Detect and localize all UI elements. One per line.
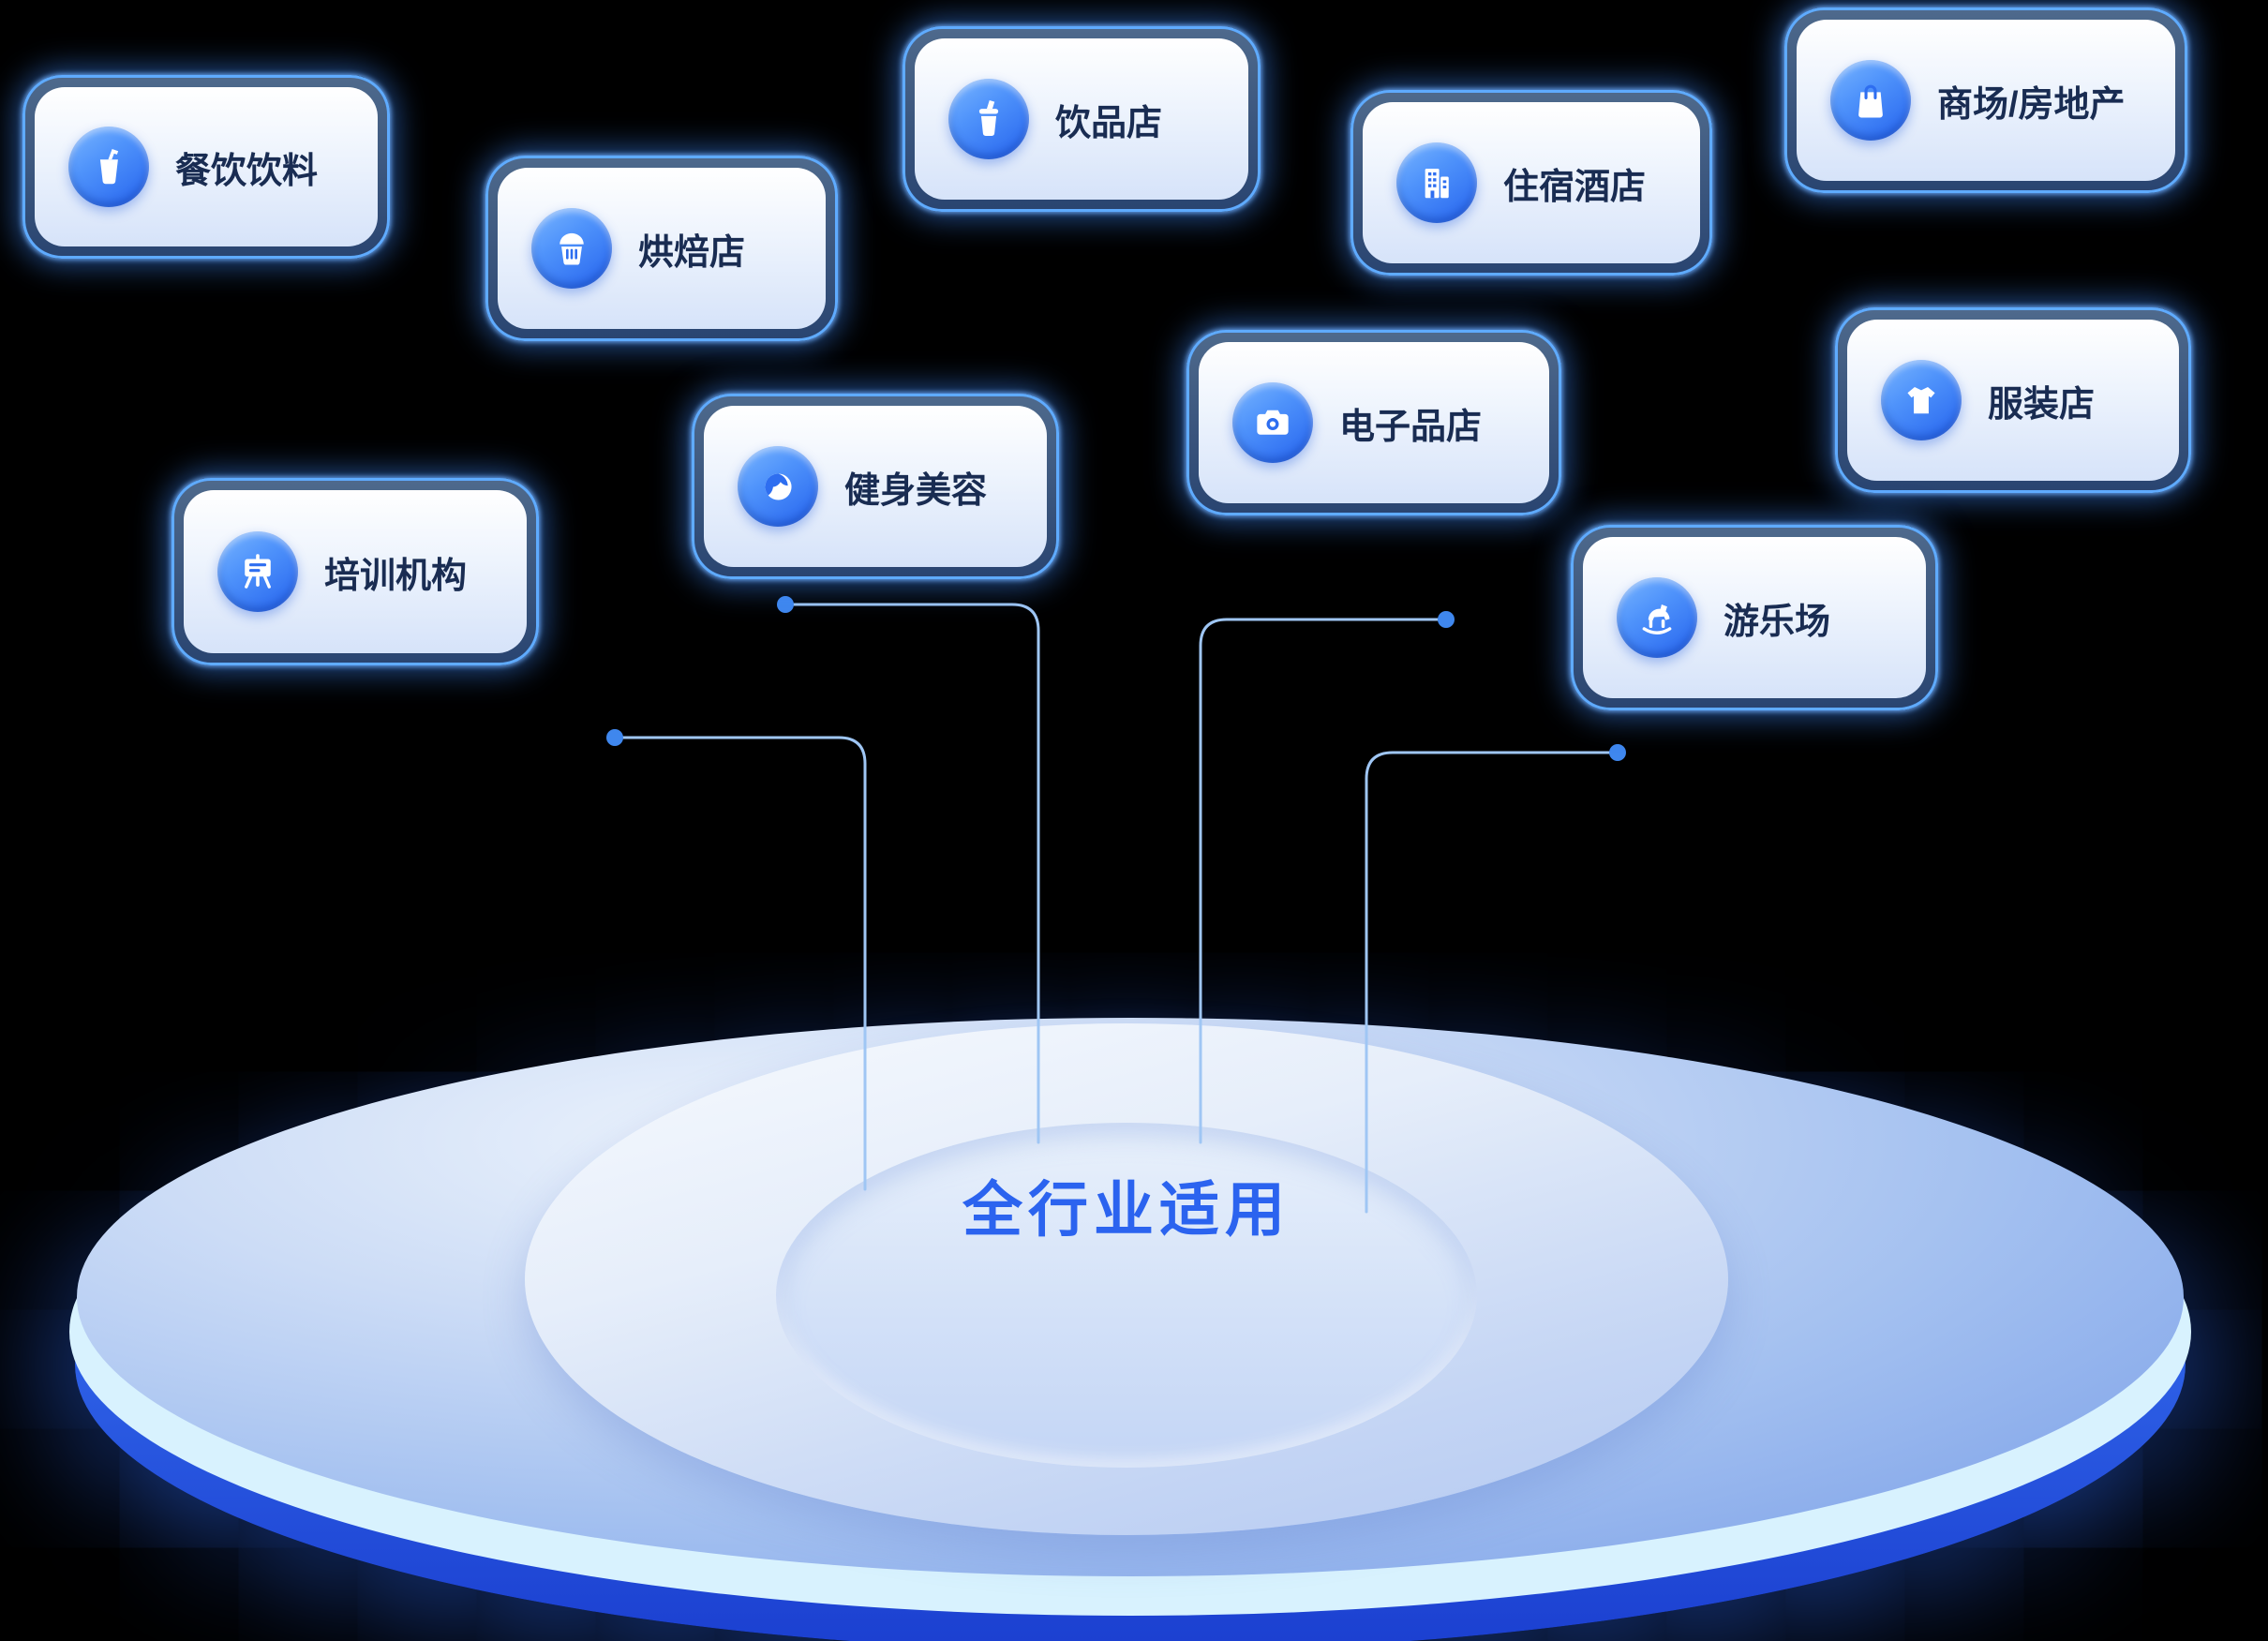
card-body: 培训机构 — [184, 490, 527, 653]
card-label: 服装店 — [1988, 384, 2096, 425]
card-body: 商场/房地产 — [1797, 20, 2175, 181]
connector-dot — [606, 729, 623, 746]
card-body: 游乐场 — [1583, 537, 1926, 698]
tshirt-icon — [1881, 360, 1962, 440]
card-label: 游乐场 — [1723, 602, 1831, 642]
connector-line — [1365, 751, 1619, 1214]
card-label: 电子品店 — [1339, 407, 1483, 447]
card-mall-realestate: 商场/房地产 — [1784, 7, 2187, 193]
card-label: 饮品店 — [1055, 103, 1163, 143]
card-hotel: 住宿酒店 — [1350, 90, 1712, 276]
connector-dot — [777, 596, 794, 613]
card-body: 餐饮饮料 — [35, 87, 378, 246]
card-food-beverage: 餐饮饮料 — [22, 75, 390, 259]
disc-label: 全行业适用 — [962, 1176, 1291, 1244]
connector-dot — [1438, 611, 1455, 628]
drink-cup-icon — [68, 127, 149, 207]
beverage-cup-icon — [948, 79, 1029, 159]
rocking-horse-icon — [1617, 577, 1697, 658]
bakery-cupcake-icon — [531, 208, 612, 289]
disc-center — [776, 1123, 1477, 1468]
card-body: 烘焙店 — [498, 168, 826, 329]
beauty-face-icon — [738, 446, 818, 527]
card-clothing: 服装店 — [1835, 307, 2191, 493]
connector-line — [783, 603, 1040, 1144]
card-body: 饮品店 — [915, 38, 1248, 200]
card-label: 培训机构 — [324, 556, 468, 596]
card-label: 烘焙店 — [638, 232, 746, 273]
shopping-bag-icon — [1830, 60, 1911, 141]
card-training: 培训机构 — [172, 478, 539, 665]
card-label: 健身美容 — [844, 470, 988, 511]
card-body: 住宿酒店 — [1363, 102, 1700, 263]
card-fitness-beauty: 健身美容 — [692, 394, 1059, 579]
hotel-building-icon — [1396, 142, 1477, 223]
training-easel-icon — [217, 531, 298, 612]
camera-icon — [1232, 382, 1313, 463]
connector-dot — [1609, 744, 1626, 761]
card-bakery: 烘焙店 — [485, 156, 838, 341]
card-amusement-park: 游乐场 — [1571, 525, 1938, 710]
card-body: 服装店 — [1847, 320, 2179, 481]
connector-line — [1199, 618, 1448, 1144]
card-beverage-shop: 饮品店 — [903, 26, 1261, 212]
card-body: 电子品店 — [1199, 342, 1549, 503]
card-label: 商场/房地产 — [1937, 84, 2126, 125]
card-label: 餐饮饮料 — [175, 151, 319, 191]
connector-line — [613, 736, 867, 1191]
card-body: 健身美容 — [704, 406, 1047, 567]
card-electronics: 电子品店 — [1186, 330, 1561, 515]
card-label: 住宿酒店 — [1503, 167, 1647, 207]
